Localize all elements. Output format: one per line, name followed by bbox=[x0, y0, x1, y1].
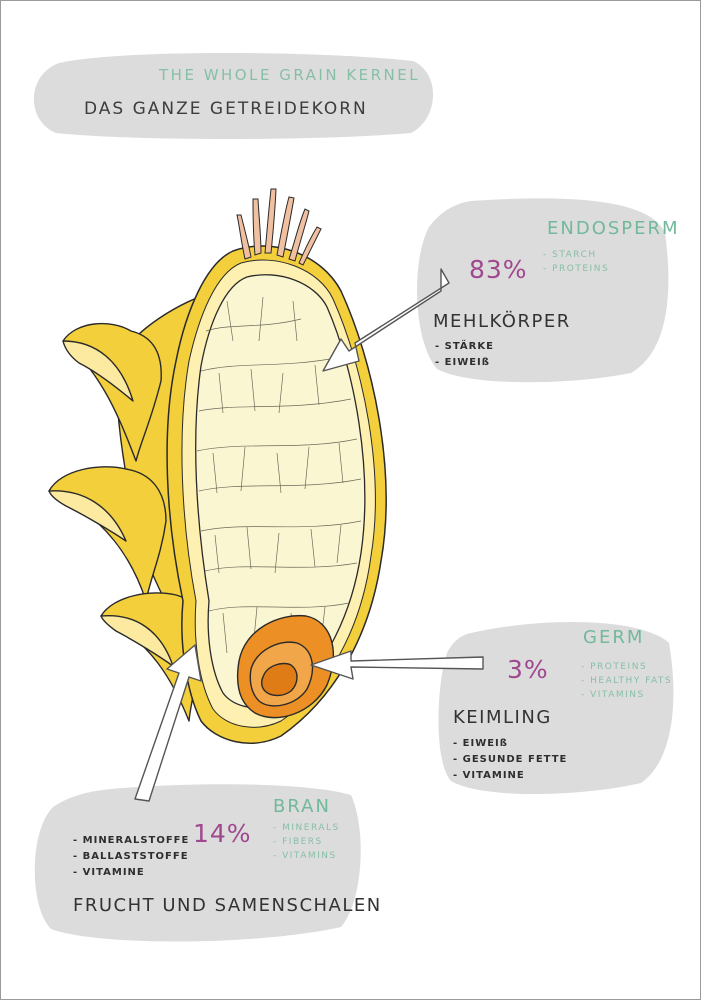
bran-items-english: MINERALS FIBERS VITAMINS bbox=[273, 821, 340, 863]
endosperm-percent: 83% bbox=[469, 255, 528, 284]
brush-hairs bbox=[236, 188, 322, 266]
list-item: VITAMINS bbox=[581, 688, 672, 702]
endosperm-name-german: MEHLKÖRPER bbox=[433, 311, 571, 332]
list-item: HEALTHY FATS bbox=[581, 674, 672, 688]
endosperm-items-german: STÄRKE EIWEIß bbox=[435, 339, 494, 371]
title-bubble bbox=[33, 53, 434, 139]
pointer-arrows bbox=[134, 268, 484, 802]
list-item: BALLASTSTOFFE bbox=[73, 849, 189, 865]
list-item: STARCH bbox=[543, 248, 609, 262]
title-german: DAS GANZE GETREIDEKORN bbox=[84, 99, 368, 119]
bran-name-german: FRUCHT UND SAMENSCHALEN bbox=[73, 895, 382, 916]
bran-name-english: BRAN bbox=[273, 796, 331, 817]
kernel-body bbox=[166, 245, 387, 744]
list-item: GESUNDE FETTE bbox=[453, 752, 567, 768]
list-item: VITAMINE bbox=[73, 865, 189, 881]
list-item: EIWEIß bbox=[453, 736, 567, 752]
list-item: STÄRKE bbox=[435, 339, 494, 355]
germ-items-english: PROTEINS HEALTHY FATS VITAMINS bbox=[581, 660, 672, 702]
endosperm-arrow bbox=[322, 268, 450, 372]
germ-percent: 3% bbox=[507, 655, 549, 684]
bran-items-german: MINERALSTOFFE BALLASTSTOFFE VITAMINE bbox=[73, 833, 189, 881]
list-item: EIWEIß bbox=[435, 355, 494, 371]
germ-items-german: EIWEIß GESUNDE FETTE VITAMINE bbox=[453, 736, 567, 784]
bran-percent: 14% bbox=[193, 819, 252, 848]
endosperm-items-english: STARCH PROTEINS bbox=[543, 248, 609, 276]
germ-name-german: KEIMLING bbox=[453, 707, 552, 728]
list-item: PROTEINS bbox=[581, 660, 672, 674]
title-english: THE WHOLE GRAIN KERNEL bbox=[159, 66, 421, 84]
list-item: PROTEINS bbox=[543, 262, 609, 276]
endosperm-cells bbox=[196, 296, 362, 654]
germ-arrow bbox=[310, 650, 484, 680]
germ-name-english: GERM bbox=[583, 627, 645, 648]
list-item: VITAMINS bbox=[273, 849, 340, 863]
list-item: VITAMINE bbox=[453, 768, 567, 784]
list-item: FIBERS bbox=[273, 835, 340, 849]
endosperm-name-english: ENDOSPERM bbox=[547, 218, 680, 239]
endosperm-bubble bbox=[417, 198, 669, 383]
bran-arrow bbox=[134, 644, 202, 802]
germ-illustration bbox=[236, 614, 335, 719]
list-item: MINERALS bbox=[273, 821, 340, 835]
list-item: MINERALSTOFFE bbox=[73, 833, 189, 849]
